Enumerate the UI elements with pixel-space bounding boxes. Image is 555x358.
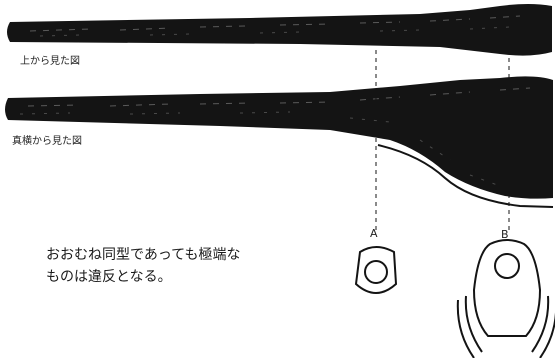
grip-side-view bbox=[5, 76, 554, 208]
section-b-label: B bbox=[501, 228, 509, 241]
cross-section-a bbox=[354, 246, 398, 294]
rule-note-line-1: おおむね同型であっても極端な bbox=[46, 247, 241, 263]
top-view-caption: 上から見た図 bbox=[20, 56, 80, 67]
cross-section-b bbox=[456, 239, 555, 358]
grip-top-view bbox=[7, 4, 552, 56]
rule-note: おおむね同型であっても極端な ものは違反となる。 bbox=[46, 244, 336, 288]
guide-lines bbox=[375, 50, 510, 230]
side-view-caption: 真横から見た図 bbox=[12, 136, 82, 147]
rule-note-line-2: ものは違反となる。 bbox=[46, 269, 172, 285]
section-a-label: A bbox=[370, 227, 378, 240]
